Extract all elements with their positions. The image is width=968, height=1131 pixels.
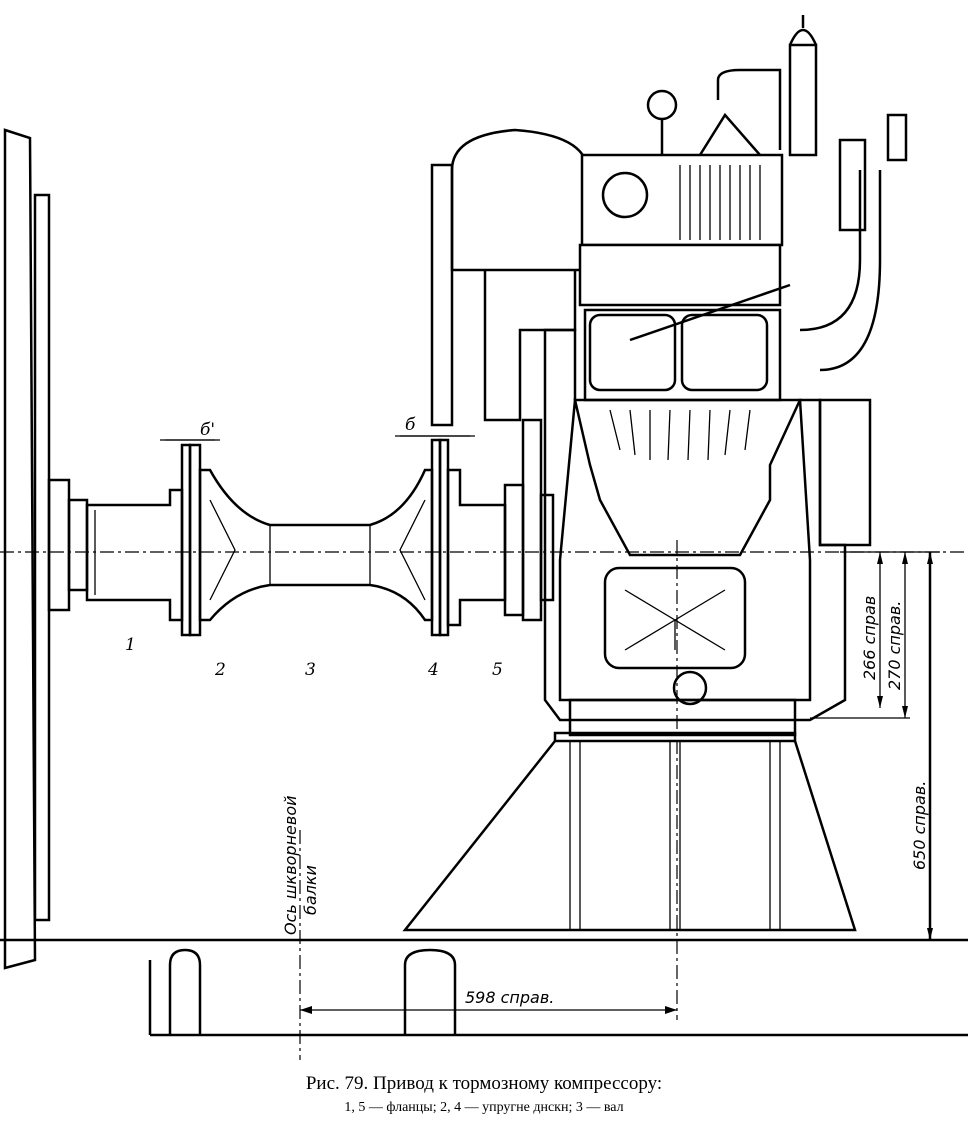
axis-label-line2: балки [301, 865, 320, 915]
dimension-lines [165, 435, 940, 1014]
part-label-4: 4 [427, 660, 439, 680]
figure-caption-legend: 1, 5 — фланцы; 2, 4 — упругне днскн; 3 —… [344, 1100, 624, 1115]
part-label-5: 5 [492, 660, 503, 680]
dimension-270: 270 справ. [885, 601, 904, 690]
part-label-1: 1 [125, 635, 136, 655]
dimension-650: 650 справ. [910, 781, 929, 870]
wheel-plate [3, 128, 89, 970]
compressor [430, 15, 908, 737]
dimension-598: 598 справ. [465, 988, 554, 1007]
gap-label-left: б' [200, 420, 215, 440]
axis-label-line1: Ось шкворневой [281, 795, 300, 935]
flange-1 [85, 488, 184, 622]
compressor-stand [402, 731, 857, 932]
part-label-3: 3 [305, 660, 316, 680]
dimension-266: 266 справ [860, 596, 879, 680]
vehicle-frame [0, 938, 968, 1037]
part-label-2: 2 [214, 660, 226, 680]
flange-5 [446, 418, 555, 627]
figure-caption-title: Рис. 79. Привод к тормозному компрессору… [305, 1073, 663, 1094]
gap-label-right: б [405, 415, 416, 435]
shaft-3 [198, 468, 434, 622]
